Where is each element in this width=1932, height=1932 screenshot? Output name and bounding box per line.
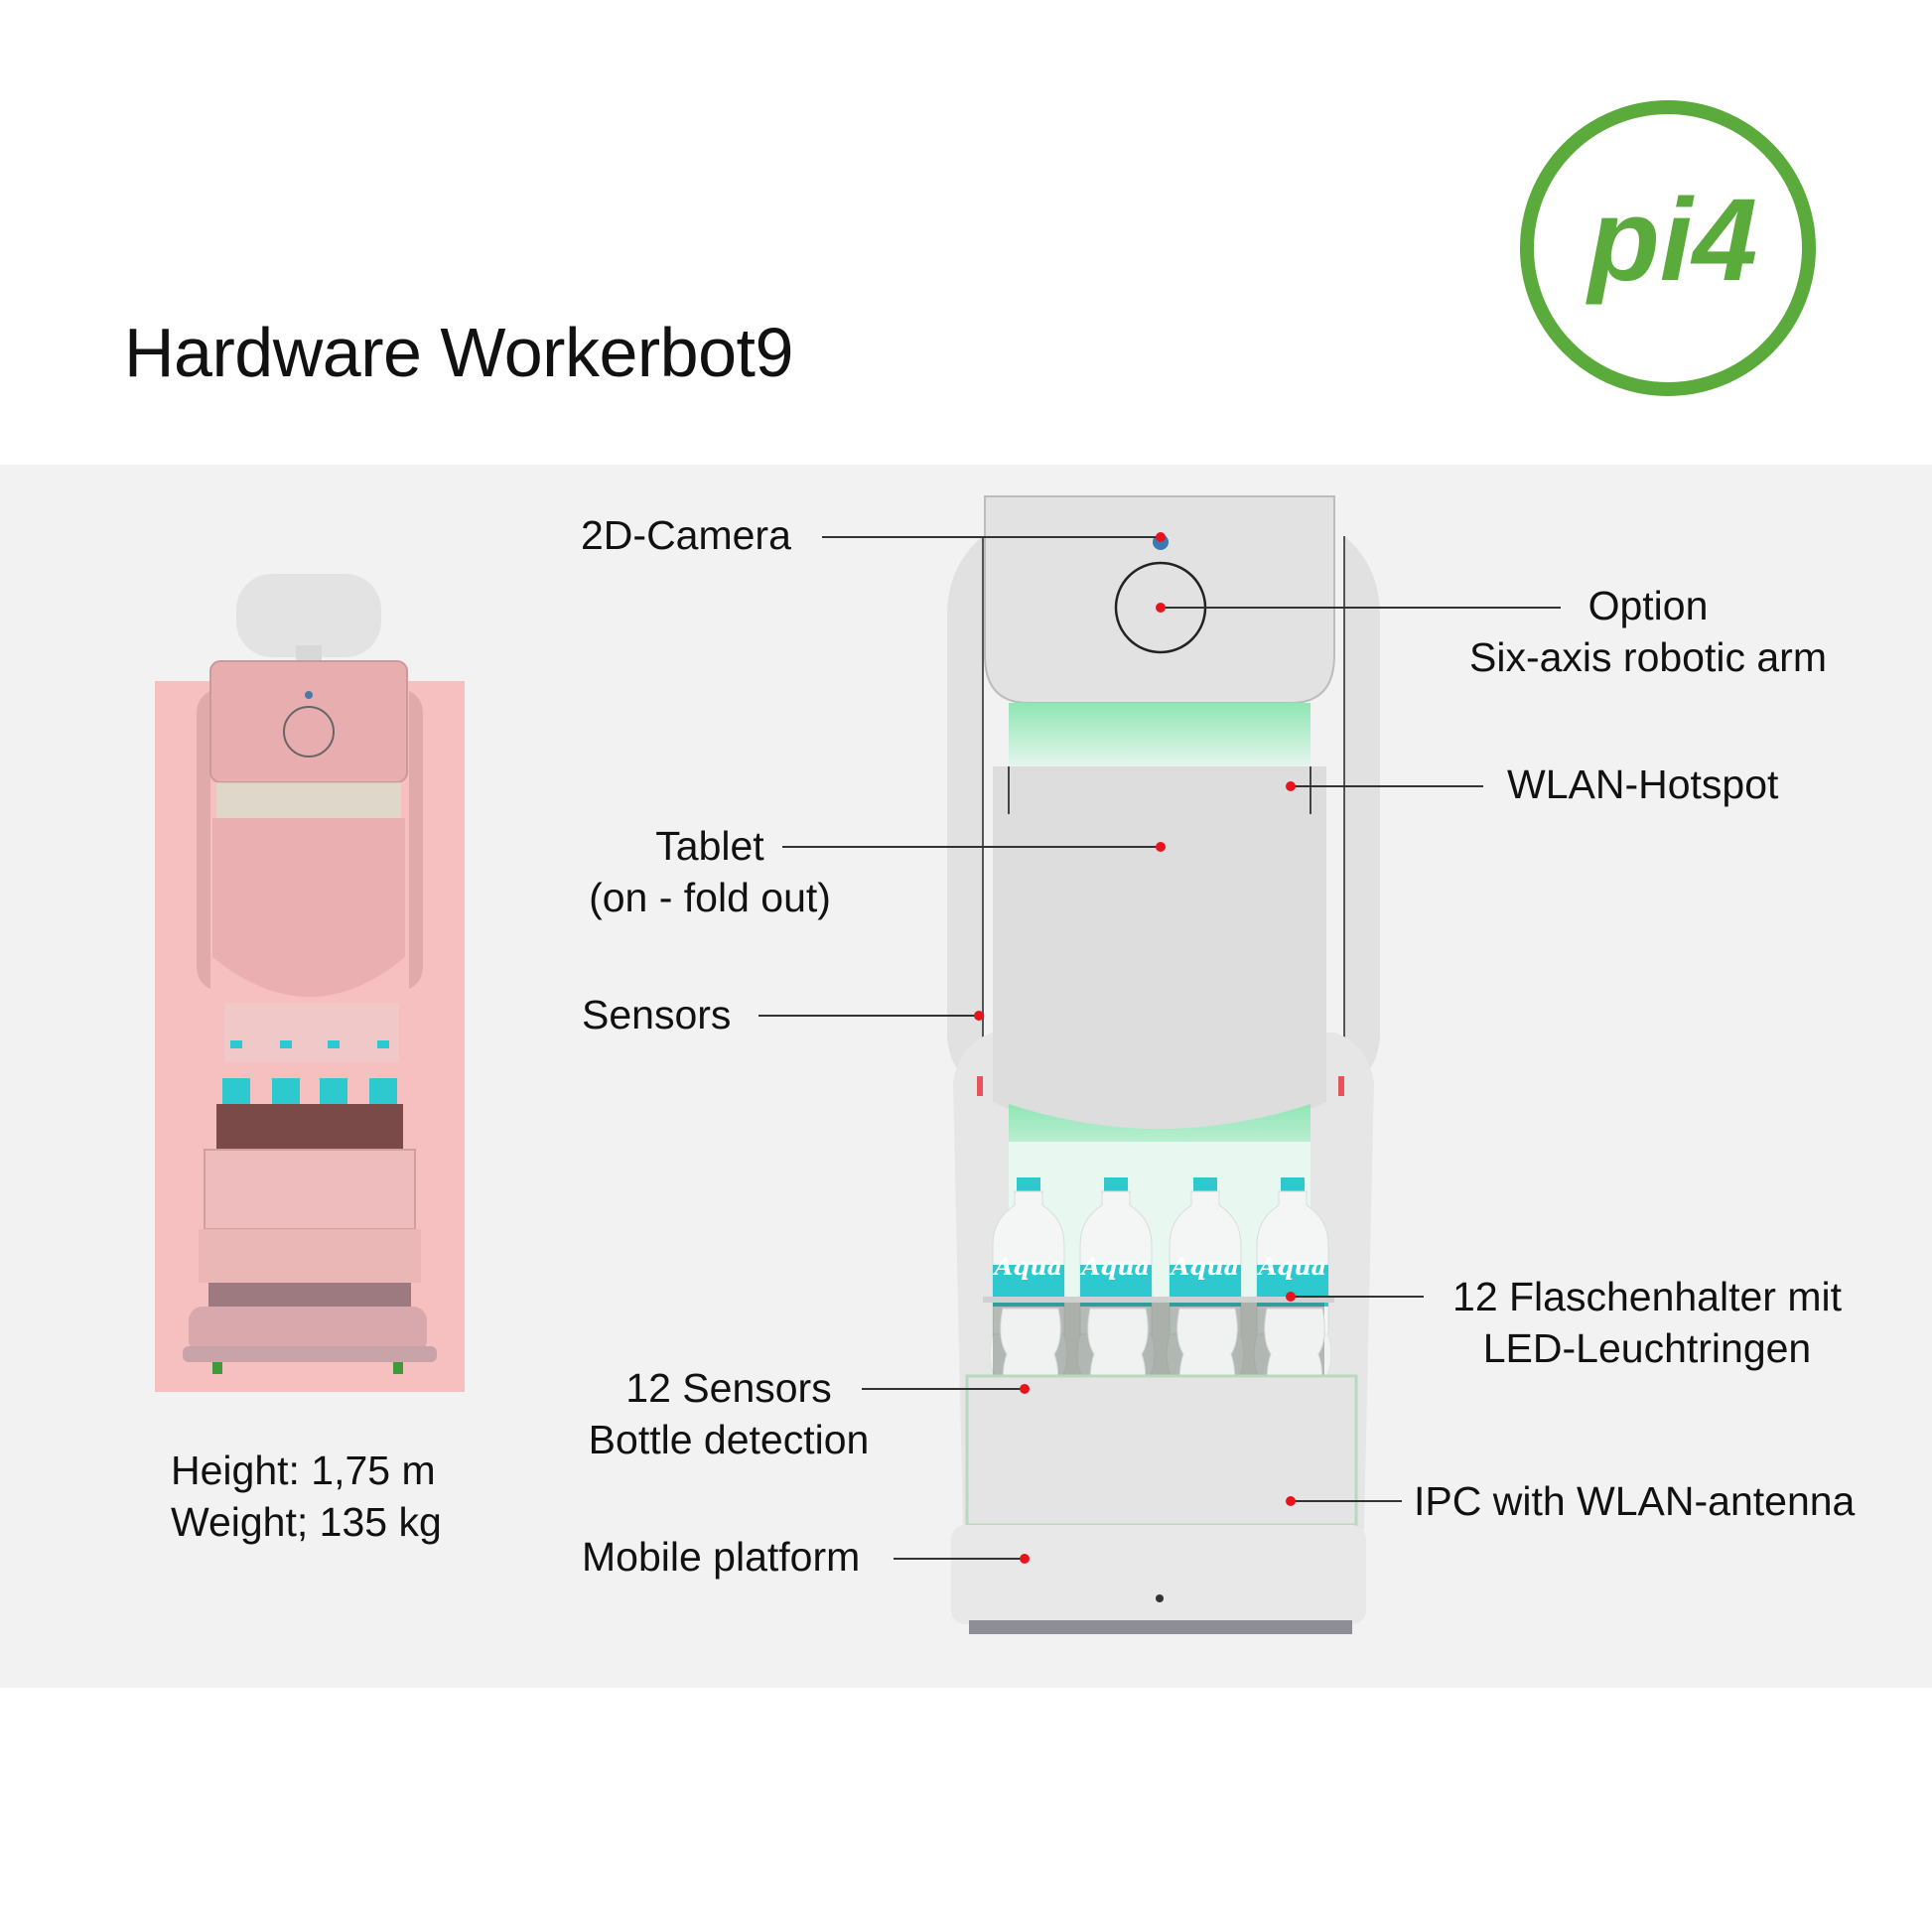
bottle-label: Aqua <box>1080 1252 1150 1281</box>
label-wlan-hotspot: WLAN-Hotspot <box>1507 761 1779 807</box>
label-tablet-name: Tablet <box>655 823 764 869</box>
main-robot: Aqua Aqua Aqua Aqua <box>947 495 1380 1634</box>
page-title: Hardware Workerbot9 <box>124 314 793 391</box>
bottle-label: Aqua <box>1257 1252 1326 1281</box>
label-sensors: Sensors <box>582 992 732 1037</box>
label-2d-camera: 2D-Camera <box>581 512 791 558</box>
label-bottle-holders-line1: 12 Flaschenhalter mit <box>1452 1274 1842 1319</box>
spec-height: Height: 1,75 m <box>171 1448 436 1493</box>
label-ipc: IPC with WLAN-antenna <box>1414 1478 1856 1524</box>
callout-markers <box>974 532 1296 1564</box>
label-bottle-holders-line2: LED-Leuchtringen <box>1482 1325 1812 1371</box>
label-mobile-platform: Mobile platform <box>582 1534 861 1580</box>
overview-robot <box>155 574 465 1392</box>
bottle-label: Aqua <box>1170 1252 1239 1281</box>
pi4-logo: pi4 <box>1520 100 1816 396</box>
label-bottle-sensors: 12 Sensors Bottle detection <box>570 1362 888 1465</box>
label-arm-option: Option <box>1587 583 1709 628</box>
callout-lines <box>759 536 1561 1560</box>
label-tablet: Tablet (on - fold out) <box>566 820 854 923</box>
label-robotic-arm: Option Six-axis robotic arm <box>1420 580 1876 683</box>
spec-weight: Weight; 135 kg <box>171 1499 442 1545</box>
label-bottle-holders: 12 Flaschenhalter mit LED-Leuchtringen <box>1434 1271 1861 1374</box>
bottle-label: Aqua <box>993 1252 1062 1281</box>
label-tablet-note: (on - fold out) <box>589 875 831 920</box>
logo-text: pi4 <box>1586 175 1758 306</box>
robot-specs: Height: 1,75 m Weight; 135 kg <box>171 1445 442 1548</box>
label-bottle-sensors-purpose: Bottle detection <box>588 1417 870 1462</box>
label-arm-description: Six-axis robotic arm <box>1469 634 1827 680</box>
label-bottle-sensors-count: 12 Sensors <box>625 1365 832 1411</box>
